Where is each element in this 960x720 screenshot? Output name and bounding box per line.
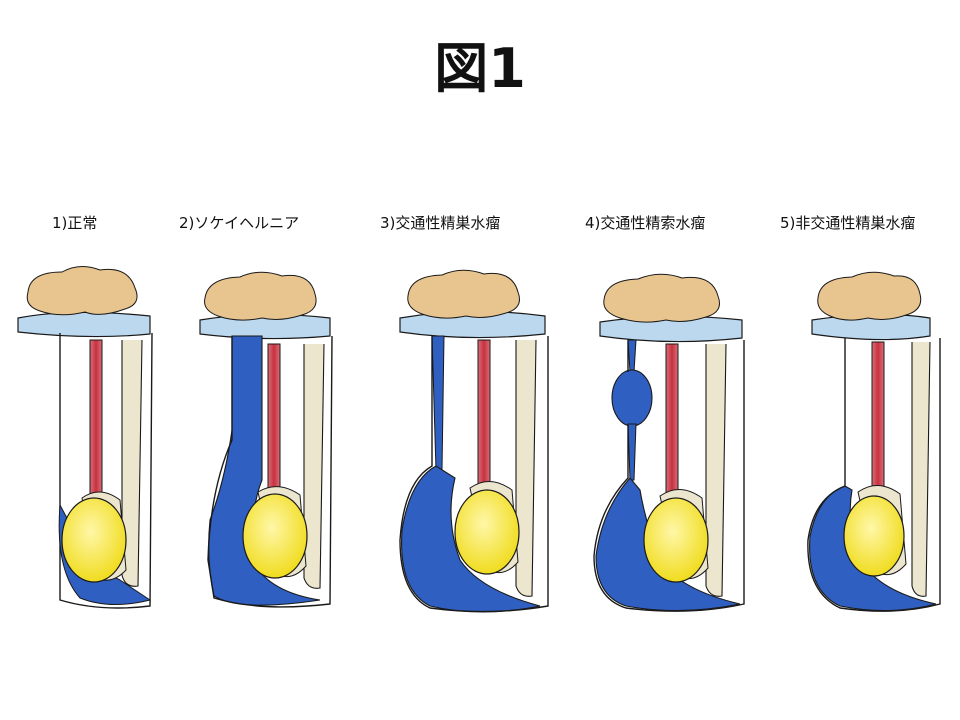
abdominal-fat — [817, 271, 922, 321]
testis — [61, 497, 127, 583]
figure-title: 図1 — [434, 37, 526, 100]
abdominal-fat — [603, 273, 720, 323]
figure-noncommunicating-hydrocele — [807, 271, 941, 612]
testis — [454, 489, 520, 575]
abdominal-fat — [26, 266, 138, 316]
fascia-layer — [17, 311, 151, 338]
patent-processus-fluid — [627, 339, 637, 373]
panel-label-inguinal-hernia: 2)ソケイヘルニア — [179, 214, 300, 232]
figure-inguinal-hernia — [199, 271, 333, 608]
vas-deferens — [303, 343, 325, 589]
scrotal-outline — [59, 332, 153, 609]
spermatic-cord-vessel — [871, 341, 885, 493]
spermatic-cord-vessel — [89, 339, 103, 501]
abdominal-fat — [407, 269, 520, 319]
panel-label-communicating-hydrocele: 3)交通性精巣水瘤 — [380, 214, 501, 232]
spermatic-cord-vessel — [477, 339, 491, 491]
panel-label-communicating-cord-hydrocele: 4)交通性精索水瘤 — [585, 214, 706, 232]
patent-processus-fluid — [431, 335, 445, 471]
cord-hydrocele-cyst — [611, 369, 653, 427]
scrotal-outline — [399, 336, 549, 613]
testis — [242, 493, 308, 579]
figure-communicating-cord-hydrocele — [593, 273, 745, 612]
scrotal-outline — [207, 335, 333, 608]
scrotal-outline — [593, 340, 745, 612]
abdominal-fat — [204, 271, 317, 321]
vas-deferens — [705, 343, 727, 597]
spermatic-cord-vessel — [267, 343, 281, 495]
vas-deferens — [515, 339, 537, 597]
panel-label-normal: 1)正常 — [52, 214, 98, 232]
figure-normal — [17, 266, 153, 609]
testis — [843, 495, 905, 577]
scrotal-outline — [807, 338, 941, 612]
vas-deferens — [911, 341, 931, 597]
panel-label-noncommunicating-hydrocele: 5)非交通性精巣水瘤 — [780, 214, 916, 232]
figure-communicating-hydrocele — [399, 269, 549, 613]
vas-deferens — [121, 339, 143, 587]
spermatic-cord-vessel — [665, 343, 679, 499]
testis — [643, 497, 709, 583]
patent-processus-fluid — [627, 423, 637, 481]
